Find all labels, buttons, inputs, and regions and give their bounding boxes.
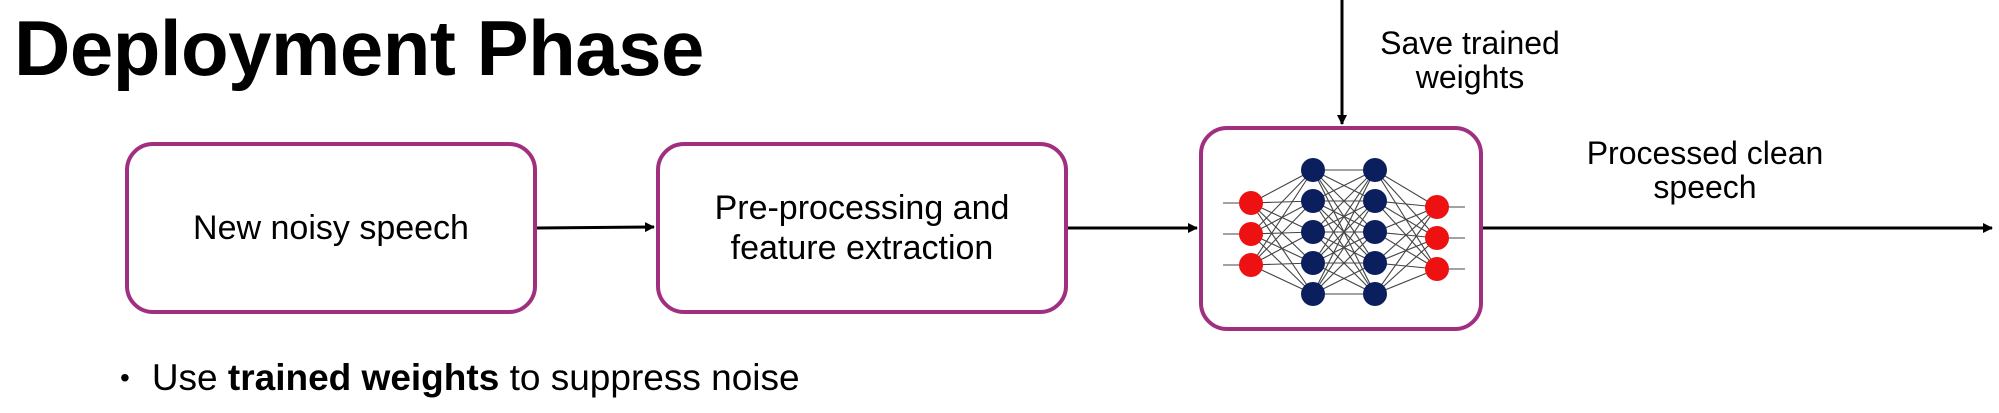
- output-neuron: [1425, 257, 1449, 281]
- input-box: New noisy speech: [125, 142, 537, 314]
- network-edge: [1312, 169, 1376, 295]
- hidden-neuron: [1363, 158, 1387, 182]
- output-neuron: [1425, 226, 1449, 250]
- bullet-suffix: to suppress noise: [509, 357, 800, 398]
- hidden-neuron: [1363, 251, 1387, 275]
- hidden-neuron: [1301, 158, 1325, 182]
- network-edge: [1312, 169, 1376, 233]
- network-edge: [1250, 169, 1314, 266]
- input-neuron: [1239, 253, 1263, 277]
- hidden-neuron: [1363, 189, 1387, 213]
- network-edge: [1250, 200, 1314, 266]
- network-edge: [1374, 169, 1438, 208]
- hidden-neuron: [1301, 189, 1325, 213]
- input-box-label: New noisy speech: [193, 209, 469, 247]
- hidden-neuron: [1301, 251, 1325, 275]
- input-neuron: [1239, 222, 1263, 246]
- neural-network-icon: [1223, 158, 1465, 306]
- network-edge: [1312, 231, 1376, 295]
- hidden-neuron: [1363, 282, 1387, 306]
- page-title: Deployment Phase: [14, 4, 704, 92]
- network-edge: [1374, 206, 1438, 295]
- network-edge: [1312, 169, 1376, 264]
- neural-network-box: [1199, 126, 1483, 331]
- output-neuron: [1425, 195, 1449, 219]
- bullet-point: • Use trained weights to suppress noise: [120, 356, 800, 400]
- network-edge: [1312, 200, 1376, 295]
- preprocessing-box: Pre-processing and feature extraction: [656, 142, 1068, 314]
- network-neurons: [1239, 158, 1449, 306]
- hidden-neuron: [1301, 282, 1325, 306]
- bullet-dot: •: [120, 362, 130, 393]
- preprocessing-box-label: Pre-processing and feature extraction: [714, 189, 1010, 267]
- network-edge: [1374, 206, 1438, 264]
- bullet-bold-text: trained weights: [227, 357, 500, 398]
- output-label: Processed clean speech: [1586, 135, 1824, 205]
- save-weights-label: Save trained weights: [1380, 25, 1560, 95]
- network-edge: [1250, 169, 1314, 235]
- input-neuron: [1239, 191, 1263, 215]
- bullet-prefix: Use: [151, 357, 218, 398]
- arrow-input-to-preprocessing: [536, 222, 655, 233]
- network-edge: [1374, 237, 1438, 295]
- hidden-neuron: [1301, 220, 1325, 244]
- hidden-neuron: [1363, 220, 1387, 244]
